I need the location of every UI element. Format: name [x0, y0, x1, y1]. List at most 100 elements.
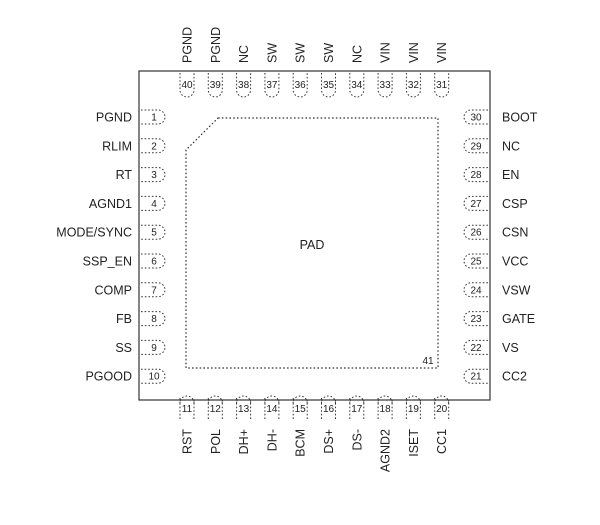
- pin-label: VIN: [407, 42, 421, 63]
- pin-pad-sides: [292, 403, 308, 420]
- pin-label: DH+: [237, 429, 251, 454]
- pin-number: 16: [323, 404, 335, 415]
- pin-label: SW: [294, 43, 308, 63]
- pin-number: 18: [380, 404, 392, 415]
- pin-number: 11: [182, 404, 193, 415]
- pin-number: 4: [151, 199, 157, 210]
- pin-number: 8: [151, 314, 157, 325]
- pin-label: SW: [265, 43, 279, 63]
- pin-number: 34: [351, 80, 363, 91]
- ic-package-body: [138, 70, 491, 401]
- pin-number: 28: [470, 170, 482, 181]
- pin-number: 35: [323, 80, 335, 91]
- pin-label: CSN: [502, 226, 528, 240]
- pin-number: 23: [470, 314, 482, 325]
- pin-label: SW: [322, 43, 336, 63]
- pin-number: 20: [436, 404, 448, 415]
- pin-number: 24: [470, 285, 482, 296]
- pin-number: 36: [295, 80, 307, 91]
- pin-number: 5: [151, 228, 157, 239]
- pin-pad: [377, 395, 393, 404]
- pin-pad-sides: [377, 403, 393, 420]
- pin-label: DS-: [350, 429, 364, 451]
- pins-group: 1PGND2RLIM3RT4AGND15MODE/SYNC6SSP_EN7COM…: [56, 27, 537, 472]
- pin-number: 40: [181, 80, 193, 91]
- pin-number: 7: [151, 285, 157, 296]
- pin-number: 38: [238, 80, 250, 91]
- pin-pad: [264, 395, 280, 404]
- pin-pad-sides: [434, 403, 450, 420]
- pin-pad-sides: [236, 403, 252, 420]
- pin-label: BOOT: [502, 111, 538, 125]
- pin-label: POL: [209, 429, 223, 454]
- pin-label: BCM: [294, 429, 308, 457]
- pin-number: 9: [151, 343, 157, 354]
- pin-number: 21: [470, 372, 482, 383]
- pin-number: 15: [295, 404, 307, 415]
- pin-label: PGOOD: [85, 370, 132, 384]
- pin-pad: [349, 395, 365, 404]
- pin-label: CSP: [502, 197, 528, 211]
- pin-number: 6: [151, 257, 157, 268]
- pin-pad: [321, 395, 336, 404]
- pin-label: RST: [181, 429, 195, 454]
- pin-label: CC1: [435, 429, 449, 454]
- pin-pad-sides: [349, 403, 365, 420]
- pin-label: FB: [116, 312, 132, 326]
- pin-number: 30: [470, 113, 482, 124]
- pin-label: SS: [115, 341, 132, 355]
- exposed-pad: [185, 117, 439, 369]
- pin-label: COMP: [95, 283, 133, 297]
- pin-number: 12: [210, 404, 222, 415]
- pin-label: PGND: [96, 111, 132, 125]
- pin-label: PGND: [209, 27, 223, 63]
- pin-number: 31: [436, 80, 448, 91]
- pin-label: CC2: [502, 370, 527, 384]
- pin-label: VSW: [502, 283, 531, 297]
- pin-label: VIN: [379, 42, 393, 63]
- pin-pad: [405, 395, 421, 404]
- pin-label: NC: [502, 139, 520, 153]
- pin-number: 10: [148, 372, 160, 383]
- pin-number: 39: [210, 80, 222, 91]
- pin-pad: [434, 395, 450, 404]
- pin-number: 13: [238, 404, 250, 415]
- pin-number: 2: [151, 141, 157, 152]
- pin-number: 17: [351, 404, 363, 415]
- pin-pad-sides: [321, 403, 336, 420]
- pin-label: AGND2: [379, 429, 393, 472]
- pin-label: VS: [502, 341, 519, 355]
- pin-label: DH-: [265, 429, 279, 451]
- pad-number: 41: [422, 356, 434, 367]
- pin-label: GATE: [502, 312, 535, 326]
- pad-label: PAD: [300, 238, 325, 252]
- pin-number: 1: [151, 113, 157, 124]
- pin-number: 14: [266, 404, 278, 415]
- pin-pad-sides: [264, 403, 280, 420]
- pin-pad-sides: [207, 403, 223, 420]
- pin-number: 25: [470, 257, 482, 268]
- pin-label: ISET: [407, 429, 421, 457]
- pin-label: PGND: [181, 27, 195, 63]
- pin-pad-sides: [179, 403, 195, 420]
- pin-label: RLIM: [102, 139, 132, 153]
- pin-number: 29: [470, 141, 482, 152]
- pin-number: 3: [151, 170, 157, 181]
- pin-label: AGND1: [89, 197, 132, 211]
- pin-label: NC: [350, 45, 364, 63]
- pin-label: SSP_EN: [83, 255, 132, 269]
- pin-number: 27: [470, 199, 482, 210]
- pin-pad: [207, 395, 223, 404]
- pin-label: MODE/SYNC: [56, 226, 132, 240]
- pin-number: 33: [380, 80, 392, 91]
- pin-label: VCC: [502, 255, 528, 269]
- pin-number: 19: [408, 404, 420, 415]
- pin-number: 37: [266, 80, 278, 91]
- pin-pad: [292, 395, 308, 404]
- pin-number: 32: [408, 80, 420, 91]
- pin-number: 26: [470, 228, 482, 239]
- pin-label: NC: [237, 45, 251, 63]
- pin-pad: [179, 395, 195, 404]
- pin-pad-sides: [405, 403, 421, 420]
